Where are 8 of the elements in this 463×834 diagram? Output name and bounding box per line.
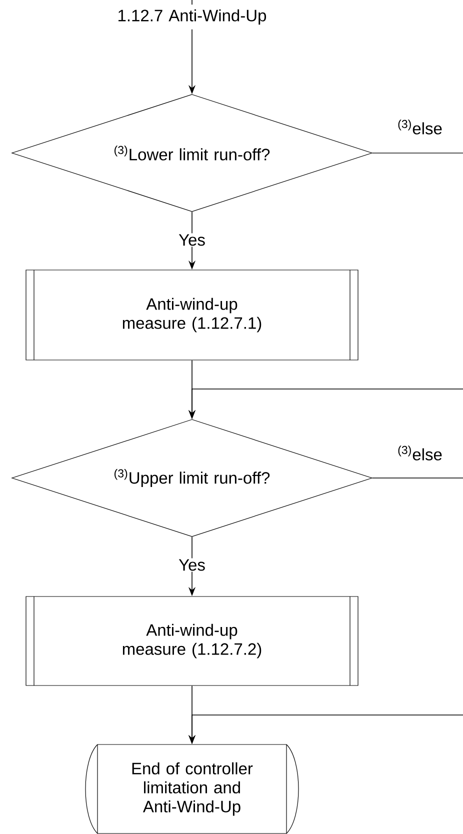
edge-label: Yes [178,233,206,247]
edge-label: $^{(3)}$else [398,120,442,134]
edge-label: $^{(3)}$else [398,446,442,460]
process-box: Anti-wind-up measure (1.12.7.2) [26,596,358,686]
edge-label: Yes [178,558,206,572]
heading-text: 1.12.7 Anti-Wind-Up [118,9,266,25]
terminal-box: End of controller limitation and Anti-Wind-Up [85,744,299,834]
process-box: Anti-wind-up measure (1.12.7.1) [26,270,358,360]
